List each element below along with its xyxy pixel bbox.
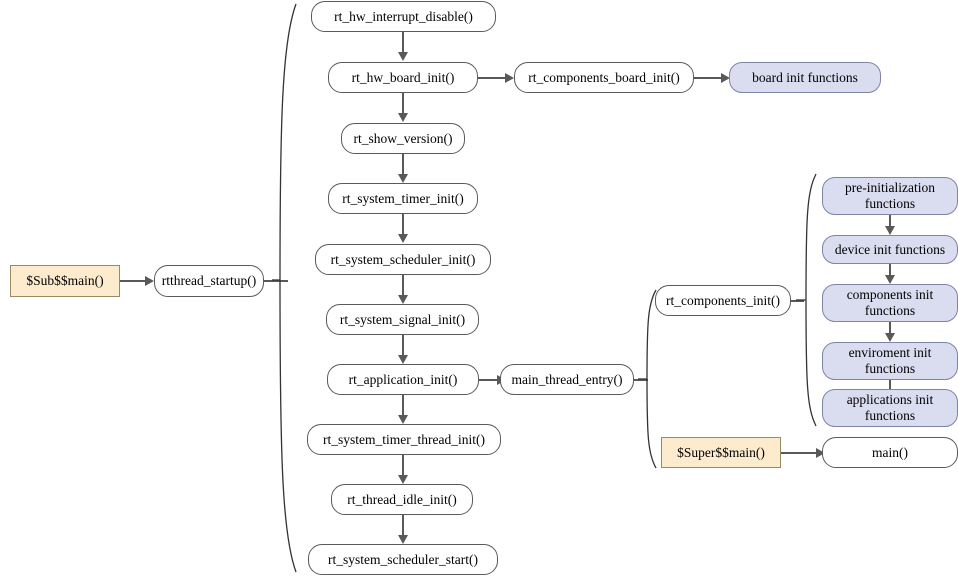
arrowhead-init-1-2: [885, 275, 895, 284]
arrowhead-supermain-to-main: [816, 448, 825, 458]
brace-init-functions: [796, 172, 818, 428]
node-label: pre-initialization functions: [845, 180, 935, 211]
arrowhead-init-2-3: [885, 333, 895, 342]
node-enviroment-init-functions[interactable]: enviroment init functions: [822, 342, 958, 380]
node-label: rt_system_timer_thread_init(): [323, 431, 485, 447]
node-rt-hw-board-init[interactable]: rt_hw_board_init(): [328, 62, 478, 93]
node-rt-application-init[interactable]: rt_application_init(): [327, 364, 479, 395]
node-label: rt_hw_interrupt_disable(): [334, 8, 473, 24]
arrowhead-chain-7-8: [398, 475, 408, 484]
node-label: main_thread_entry(): [511, 371, 623, 387]
node-label: rt_components_init(): [666, 292, 780, 308]
node-device-init-functions[interactable]: device init functions: [822, 235, 958, 264]
arrowhead-chain-2-3: [398, 174, 408, 183]
edge-chain-8-9: [402, 515, 404, 537]
edge-submain-to-startup: [120, 280, 148, 282]
edge-components-to-boardfuncs: [694, 77, 725, 79]
node-label: rt_components_board_init(): [528, 69, 680, 85]
arrowhead-chain-3-4: [398, 234, 408, 243]
node-label: main(): [872, 444, 908, 460]
arrowhead-init-0-1: [885, 226, 895, 235]
edge-mainthread-to-brace: [634, 379, 648, 381]
node-rt-thread-idle-init[interactable]: rt_thread_idle_init(): [331, 484, 473, 515]
edge-chain-5-6: [402, 335, 404, 357]
node-applications-init-functions[interactable]: applications init functions: [822, 389, 958, 427]
node-rt-system-signal-init[interactable]: rt_system_signal_init(): [326, 304, 479, 335]
node-main-thread-entry[interactable]: main_thread_entry(): [500, 364, 634, 395]
arrowhead-chain-0-1: [398, 52, 408, 61]
node-label: rt_hw_board_init(): [351, 69, 455, 85]
node-pre-initialization-functions[interactable]: pre-initialization functions: [822, 177, 958, 215]
node-rt-system-timer-init[interactable]: rt_system_timer_init(): [328, 183, 478, 214]
node-rt-system-scheduler-start[interactable]: rt_system_scheduler_start(): [308, 544, 498, 575]
node-label: rt_system_signal_init(): [339, 311, 466, 327]
node-label: rtthread_startup(): [161, 273, 257, 289]
node-rt-components-init[interactable]: rt_components_init(): [655, 285, 791, 316]
edge-chain-2-3: [402, 154, 404, 176]
edge-chain-3-4: [402, 214, 404, 236]
brace-app-branch: [638, 288, 658, 470]
node-main[interactable]: main(): [822, 437, 958, 468]
arrowhead-chain-1-2: [398, 113, 408, 122]
node-label: rt_system_scheduler_init(): [330, 251, 476, 267]
edge-init-0-1: [889, 215, 891, 229]
arrowhead-chain-5-6: [398, 355, 408, 364]
node-label: device init functions: [834, 241, 946, 257]
node-rtthread-startup[interactable]: rtthread_startup(): [154, 265, 264, 297]
arrowhead-components-to-boardfuncs: [721, 73, 730, 83]
edge-chain-4-5: [402, 275, 404, 297]
node-label: rt_show_version(): [353, 130, 453, 146]
edge-init-2-3: [889, 322, 891, 336]
node-label: applications init functions: [846, 392, 934, 423]
brace-main-chain: [272, 2, 298, 574]
node-rt-hw-interrupt-disable[interactable]: rt_hw_interrupt_disable(): [311, 1, 496, 32]
edge-chain-7-8: [402, 455, 404, 477]
node-rt-system-timer-thread-init[interactable]: rt_system_timer_thread_init(): [307, 424, 501, 455]
node-label: rt_thread_idle_init(): [347, 491, 457, 507]
node-label: components init functions: [846, 287, 934, 318]
arrowhead-chain-8-9: [398, 535, 408, 544]
node-label: rt_system_scheduler_start(): [328, 551, 478, 567]
node-sub-main[interactable]: $Sub$$main(): [10, 265, 120, 297]
node-rt-components-board-init[interactable]: rt_components_board_init(): [514, 62, 694, 93]
node-components-init-functions[interactable]: components init functions: [822, 284, 958, 322]
node-board-init-functions[interactable]: board init functions: [729, 62, 881, 93]
edge-chain-6-7: [402, 395, 404, 417]
arrowhead-boardinit-to-components: [505, 73, 514, 83]
edge-startup-to-brace: [264, 280, 288, 282]
edge-componentsinit-to-brace: [791, 300, 804, 302]
node-label: $Super$$main(): [677, 444, 765, 460]
edge-supermain-to-main: [781, 452, 820, 454]
arrowhead-chain-4-5: [398, 295, 408, 304]
edge-init-1-2: [889, 264, 891, 278]
edge-chain-0-1: [402, 32, 404, 54]
node-rt-show-version[interactable]: rt_show_version(): [341, 123, 465, 154]
node-label: rt_application_init(): [348, 371, 458, 387]
node-rt-system-scheduler-init[interactable]: rt_system_scheduler_init(): [315, 244, 491, 275]
edge-boardinit-to-components: [478, 77, 509, 79]
node-label: enviroment init functions: [848, 345, 932, 376]
node-label: board init functions: [752, 69, 858, 85]
edge-appinit-to-mainthread: [479, 379, 501, 381]
edge-init-3-4: [889, 380, 891, 394]
arrowhead-chain-6-7: [398, 415, 408, 424]
node-label: rt_system_timer_init(): [342, 190, 464, 206]
arrowhead-submain-to-startup: [145, 276, 154, 286]
node-super-main[interactable]: $Super$$main(): [661, 437, 781, 468]
edge-chain-1-2: [402, 93, 404, 115]
node-label: $Sub$$main(): [26, 273, 104, 289]
